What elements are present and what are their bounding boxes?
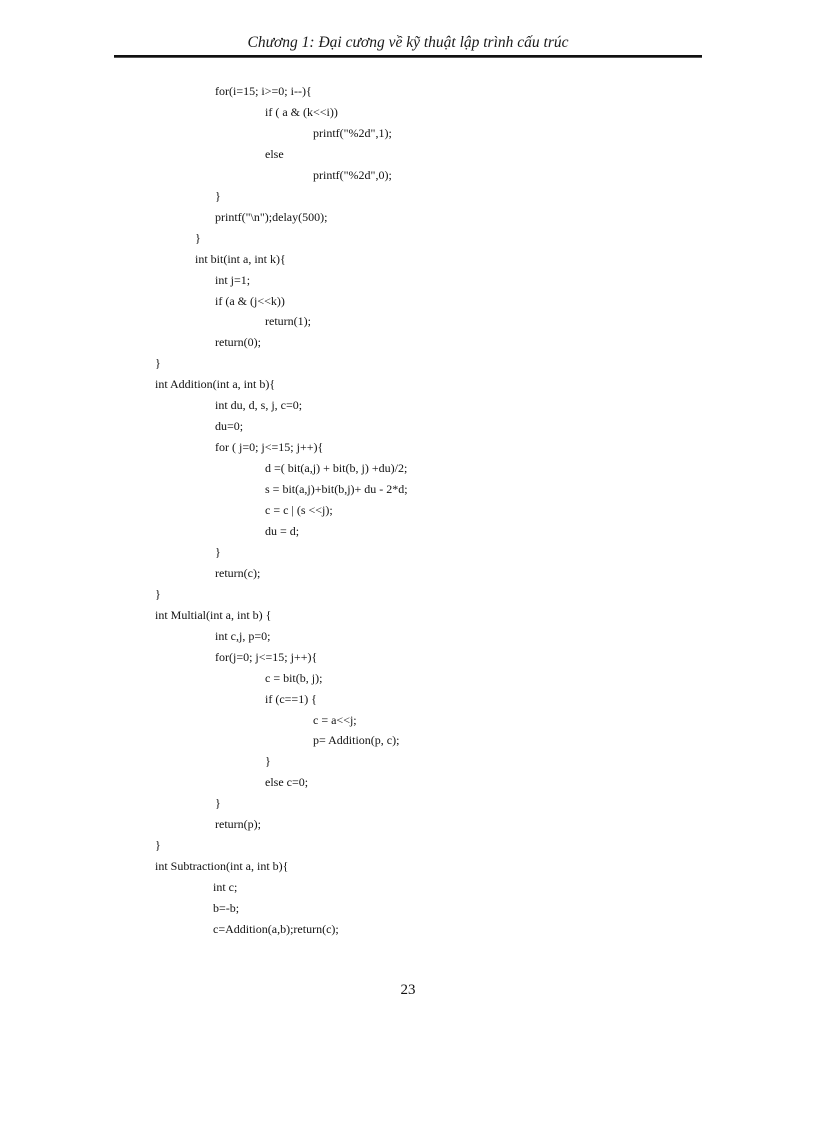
code-line: c=Addition(a,b);return(c); — [213, 922, 339, 936]
code-line: int Subtraction(int a, int b){ — [155, 859, 289, 874]
code-line: c = c | (s <<j); — [265, 503, 333, 517]
header-rule-divider — [114, 55, 702, 58]
code-line: int du, d, s, j, c=0; — [215, 398, 303, 413]
code-line: int Multial(int a, int b) { — [155, 607, 272, 622]
page-number: 23 — [400, 982, 416, 998]
code-line: c = bit(b, j); — [265, 670, 323, 685]
code-line: p= Addition(p, c); — [313, 733, 400, 748]
code-line: } — [195, 230, 201, 245]
code-line: } — [155, 586, 161, 601]
code-line: int bit(int a, int k){ — [195, 251, 286, 266]
code-line: } — [155, 356, 161, 371]
code-line: du=0; — [215, 419, 244, 434]
code-line: } — [215, 188, 221, 203]
code-line: return(p); — [215, 817, 261, 832]
code-line: for(j=0; j<=15; j++){ — [215, 649, 318, 664]
code-line: for(i=15; i>=0; i--){ — [215, 84, 312, 98]
running-header-title: Chương 1: Đại cương về kỹ thuật lập trìn… — [247, 34, 569, 51]
code-line: return(0); — [215, 335, 261, 350]
code-line: s = bit(a,j)+bit(b,j)+ du - 2*d; — [265, 482, 408, 497]
code-line: c = a<<j; — [313, 712, 357, 727]
code-line: if ( a & (k<<i)) — [265, 104, 338, 119]
code-line: for ( j=0; j<=15; j++){ — [215, 440, 324, 455]
code-line: int j=1; — [215, 272, 251, 287]
code-line: return(c); — [215, 565, 261, 580]
code-line: else — [265, 146, 284, 161]
code-line: return(1); — [265, 314, 311, 329]
code-line: int Addition(int a, int b){ — [155, 377, 276, 392]
code-line: du = d; — [265, 523, 300, 538]
code-line: } — [215, 796, 221, 811]
code-line: int c; — [213, 880, 238, 895]
code-line: printf("\n");delay(500); — [215, 209, 328, 224]
code-line: } — [155, 838, 161, 853]
code-line: b=-b; — [213, 901, 240, 916]
code-line: d =( bit(a,j) + bit(b, j) +du)/2; — [265, 461, 408, 476]
code-line: int c,j, p=0; — [215, 628, 271, 643]
code-line: if (c==1) { — [265, 691, 317, 706]
code-line: printf("%2d",0); — [313, 167, 392, 182]
code-line: if (a & (j<<k)) — [215, 293, 285, 308]
code-line: } — [265, 754, 271, 769]
code-line: } — [215, 544, 221, 559]
code-line: else c=0; — [265, 775, 309, 790]
code-line: printf("%2d",1); — [313, 125, 392, 140]
